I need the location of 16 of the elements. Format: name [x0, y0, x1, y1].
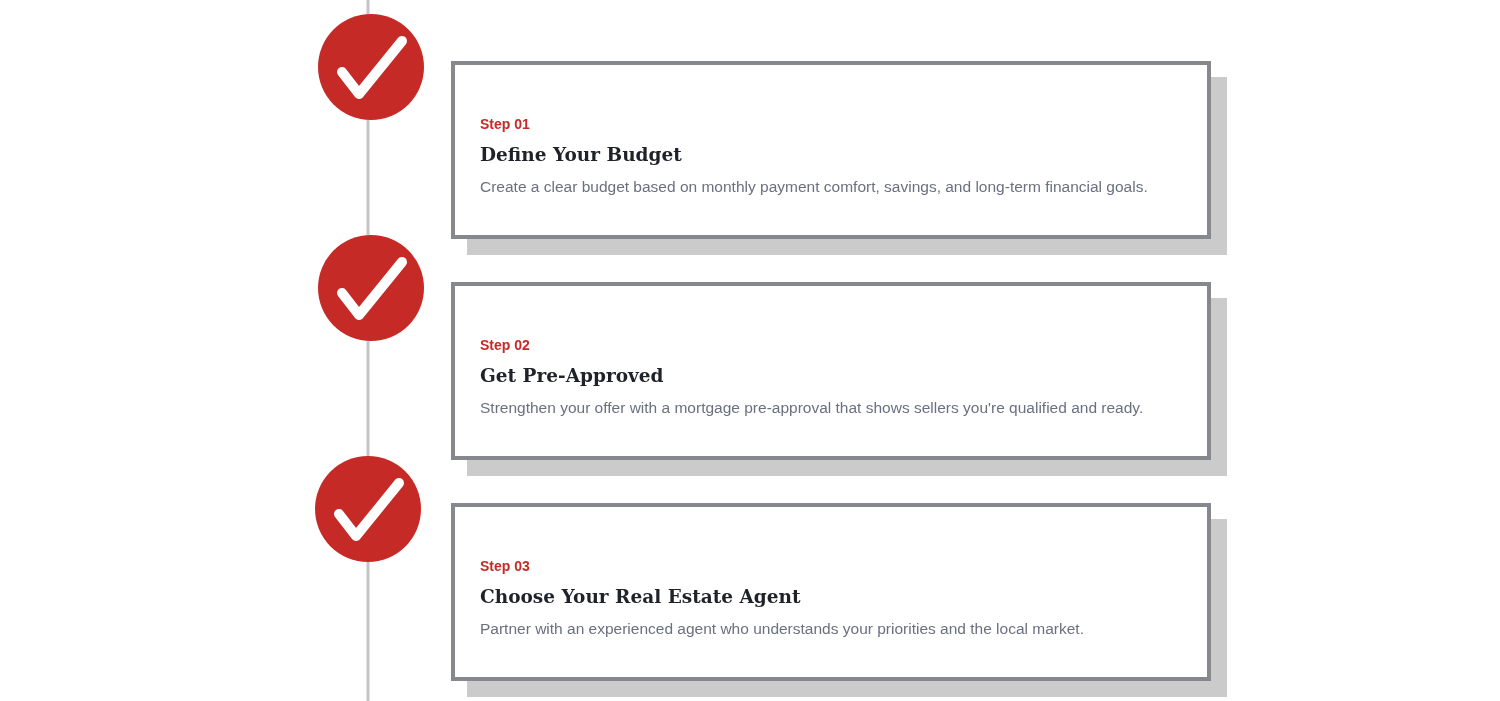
timeline-line	[366, 119, 370, 236]
step-description: Create a clear budget based on monthly payment comfort, savings, and long-term financial goals.	[480, 177, 1148, 197]
check-circle-icon	[318, 235, 424, 341]
step-label: Step 03	[480, 557, 530, 575]
step-label: Step 02	[480, 336, 530, 354]
step-label: Step 01	[480, 115, 530, 133]
timeline-line	[366, 0, 370, 15]
timeline-line	[366, 340, 370, 456]
step-description: Strengthen your offer with a mortgage pre-approval that shows sellers you're qualified and ready.	[480, 398, 1144, 418]
timeline-line	[366, 562, 370, 701]
step-title: Choose Your Real Estate Agent	[480, 585, 801, 609]
step-description: Partner with an experienced agent who understands your priorities and the local market.	[480, 619, 1084, 639]
check-circle-icon	[318, 14, 424, 120]
step-title: Get Pre-Approved	[480, 364, 664, 388]
check-circle-icon	[315, 456, 421, 562]
step-title: Define Your Budget	[480, 143, 682, 167]
